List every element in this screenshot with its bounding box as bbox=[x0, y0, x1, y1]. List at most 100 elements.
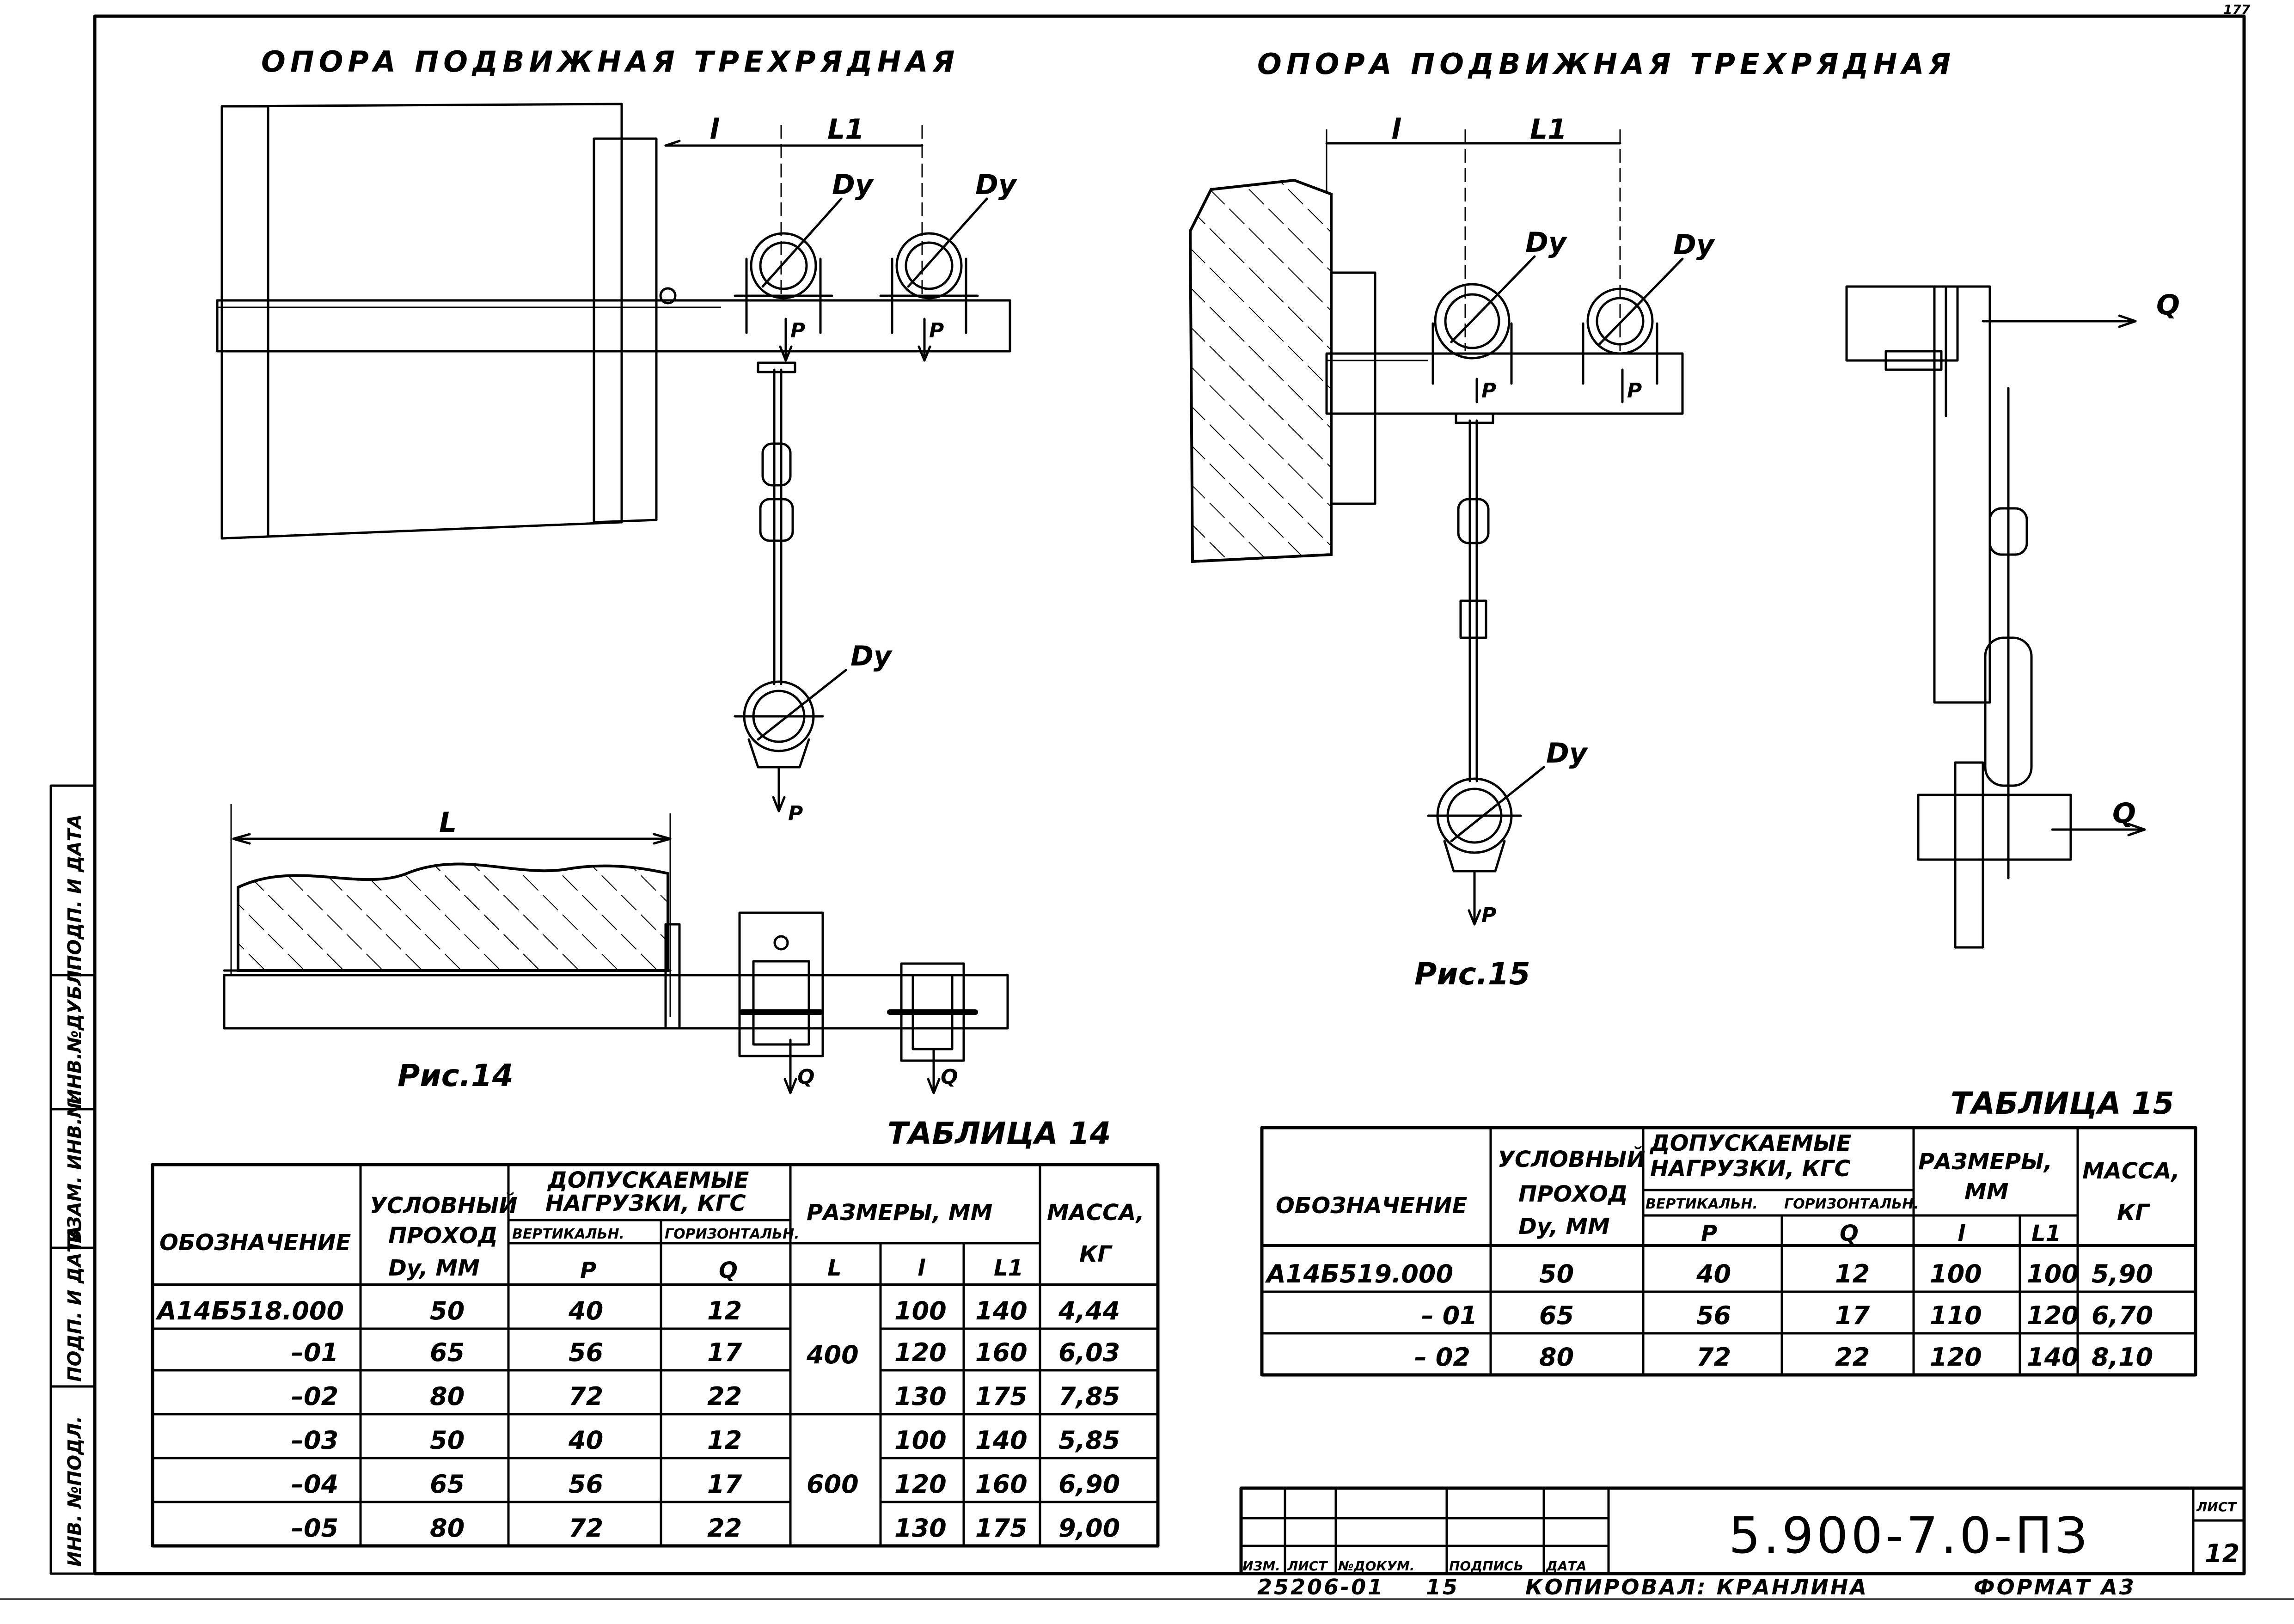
svg-text:А14Б519.000: А14Б519.000 bbox=[1265, 1259, 1453, 1288]
svg-text:– 02: – 02 bbox=[1414, 1343, 1470, 1372]
footer-copied-by: КОПИРОВАЛ: КРАНЛИНА bbox=[1525, 1575, 1868, 1600]
svg-text:40: 40 bbox=[568, 1426, 603, 1455]
table-14: ТАБЛИЦА 14 ОБОЗНАЧЕНИЕ УСЛОВНЫЙ ПРОХОД D… bbox=[151, 1116, 1160, 1548]
t15-h-vertical: ВЕРТИКАЛЬН. bbox=[1646, 1196, 1758, 1212]
t14-h-bore-2: ПРОХОД bbox=[388, 1223, 498, 1249]
table-row: –05 80 72 22 130 175 9,00 bbox=[291, 1514, 1120, 1543]
t15-h-bore-2: ПРОХОД bbox=[1518, 1181, 1628, 1207]
svg-text:56: 56 bbox=[569, 1338, 603, 1367]
t14-h-bore-1: УСЛОВНЫЙ bbox=[370, 1192, 518, 1219]
svg-text:56: 56 bbox=[1696, 1301, 1731, 1330]
tb-col-izm: ИЗМ. bbox=[1242, 1558, 1280, 1574]
fig15-dy-lower: Dy bbox=[1546, 737, 1589, 769]
fig15-p-lower: P bbox=[1481, 904, 1496, 927]
svg-text:6,70: 6,70 bbox=[2092, 1301, 2153, 1330]
fig15-q-top: Q bbox=[2156, 289, 2180, 321]
svg-text:80: 80 bbox=[430, 1514, 465, 1543]
t15-h-bore-1: УСЛОВНЫЙ bbox=[1498, 1146, 1646, 1172]
fig15-q-bottom: Q bbox=[2112, 797, 2136, 830]
svg-text:130: 130 bbox=[894, 1514, 947, 1543]
fig14-dim-l: l bbox=[710, 113, 720, 146]
table-row: –04 65 56 17 120 160 6,90 bbox=[291, 1470, 1120, 1499]
top-corner-number: 177 bbox=[2223, 2, 2251, 17]
fig14-dim-l1: L1 bbox=[827, 113, 864, 146]
fig14-clamp-box-1 bbox=[738, 911, 824, 1057]
tb-doc-number: 5.900-7.0-ПЗ bbox=[1729, 1507, 2090, 1565]
fig15-bracket bbox=[1933, 285, 1991, 704]
svg-text:65: 65 bbox=[430, 1470, 465, 1499]
footer-page: 15 bbox=[1426, 1575, 1459, 1600]
footer: 25206-01 15 КОПИРОВАЛ: КРАНЛИНА ФОРМАТ А… bbox=[1257, 1575, 2136, 1600]
t14-h-p: P bbox=[580, 1258, 596, 1283]
table-row: –02 80 72 22 130 175 7,85 bbox=[291, 1382, 1120, 1411]
svg-text:400: 400 bbox=[806, 1340, 859, 1369]
svg-text:600: 600 bbox=[807, 1470, 859, 1499]
svg-text:40: 40 bbox=[1696, 1259, 1731, 1288]
fig15-front-view: l L1 Dy Dy P P Dy P bbox=[1188, 113, 1716, 927]
footer-format: ФОРМАТ А3 bbox=[1974, 1575, 2136, 1600]
t14-h-mass-1: МАССА, bbox=[1047, 1200, 1144, 1226]
t15-h-loads-2: НАГРУЗКИ, КГС bbox=[1650, 1156, 1851, 1182]
svg-text:72: 72 bbox=[569, 1514, 603, 1543]
t14-h-loads-1: ДОПУСКАЕМЫЕ bbox=[547, 1167, 749, 1193]
fig14-p-top-1: P bbox=[790, 319, 805, 342]
fig15-p-top-2: P bbox=[1627, 379, 1642, 403]
table-15: ТАБЛИЦА 15 ОБОЗНАЧЕНИЕ УСЛОВНЫЙ ПРОХОД D… bbox=[1260, 1086, 2197, 1377]
tb-col-doc: №ДОКУМ. bbox=[1337, 1558, 1414, 1574]
t15-h-designation: ОБОЗНАЧЕНИЕ bbox=[1276, 1193, 1468, 1219]
svg-text:175: 175 bbox=[975, 1514, 1028, 1543]
fig14-pipe-2 bbox=[895, 232, 963, 299]
svg-text:140: 140 bbox=[975, 1426, 1028, 1455]
svg-text:8,10: 8,10 bbox=[2092, 1343, 2153, 1372]
svg-text:22: 22 bbox=[707, 1514, 742, 1543]
svg-text:50: 50 bbox=[1539, 1259, 1574, 1288]
svg-text:6,03: 6,03 bbox=[1058, 1338, 1120, 1367]
side-stamp-replace-inv: ВЗАМ. ИНВ.№ bbox=[64, 1095, 86, 1243]
svg-text:5,90: 5,90 bbox=[2092, 1259, 2153, 1288]
fig15-lower-pipe-stub bbox=[1917, 794, 2072, 861]
svg-text:65: 65 bbox=[430, 1338, 465, 1367]
fig15-p-top-1: P bbox=[1481, 379, 1496, 403]
fig14-caption: Рис.14 bbox=[398, 1058, 514, 1093]
svg-text:50: 50 bbox=[430, 1426, 465, 1455]
side-stamp-sign-date-2: ПОДП. И ДАТА bbox=[64, 814, 86, 971]
svg-text:56: 56 bbox=[569, 1470, 603, 1499]
table-row: А14Б518.000 50 40 12 400 100 140 4,44 bbox=[155, 1296, 1120, 1369]
svg-text:160: 160 bbox=[975, 1470, 1028, 1499]
t15-h-bore-3: Dy, ММ bbox=[1518, 1214, 1610, 1239]
t14-h-l: l bbox=[918, 1255, 925, 1281]
svg-text:120: 120 bbox=[1930, 1343, 1982, 1372]
side-stamp-inv-orig: ИНВ. №ПОДЛ. bbox=[64, 1416, 86, 1567]
t14-h-L1: L1 bbox=[994, 1255, 1023, 1281]
fig15-side-view: Q Q bbox=[1845, 285, 2180, 949]
fig14-p-lower: P bbox=[788, 802, 803, 825]
svg-text:140: 140 bbox=[2027, 1343, 2079, 1372]
svg-text:4,44: 4,44 bbox=[1058, 1296, 1120, 1325]
tb-sheet-number: 12 bbox=[2205, 1539, 2239, 1568]
t14-h-L: L bbox=[827, 1255, 842, 1281]
svg-text:22: 22 bbox=[1835, 1343, 1870, 1372]
svg-text:120: 120 bbox=[2027, 1301, 2079, 1330]
table-row: –01 65 56 17 120 160 6,03 bbox=[291, 1338, 1120, 1367]
svg-text:–03: –03 bbox=[291, 1426, 338, 1455]
t14-h-q: Q bbox=[719, 1258, 738, 1283]
svg-text:65: 65 bbox=[1539, 1301, 1574, 1330]
t15-h-horizontal: ГОРИЗОНТАЛЬН. bbox=[1784, 1196, 1919, 1212]
svg-text:–01: –01 bbox=[291, 1338, 338, 1367]
fig15-caption: Рис.15 bbox=[1414, 956, 1530, 992]
side-stamp-sign-date-1: ПОДП. И ДАТА bbox=[64, 1226, 86, 1382]
fig15-dim-l: l bbox=[1391, 113, 1401, 146]
t15-h-p: P bbox=[1701, 1221, 1717, 1246]
svg-text:12: 12 bbox=[707, 1426, 742, 1455]
t15-h-mass-1: МАССА, bbox=[2082, 1158, 2180, 1184]
tb-col-date: ДАТА bbox=[1546, 1558, 1586, 1574]
svg-text:–04: –04 bbox=[291, 1470, 338, 1499]
svg-text:7,85: 7,85 bbox=[1058, 1382, 1120, 1411]
svg-text:80: 80 bbox=[430, 1382, 465, 1411]
table-row: – 01 65 56 17 110 120 6,70 bbox=[1421, 1301, 2153, 1330]
svg-text:140: 140 bbox=[975, 1296, 1028, 1325]
svg-text:100: 100 bbox=[894, 1296, 947, 1325]
svg-text:100: 100 bbox=[1930, 1259, 1982, 1288]
svg-text:5,85: 5,85 bbox=[1058, 1426, 1120, 1455]
fig14-dim-L: L bbox=[439, 806, 457, 839]
